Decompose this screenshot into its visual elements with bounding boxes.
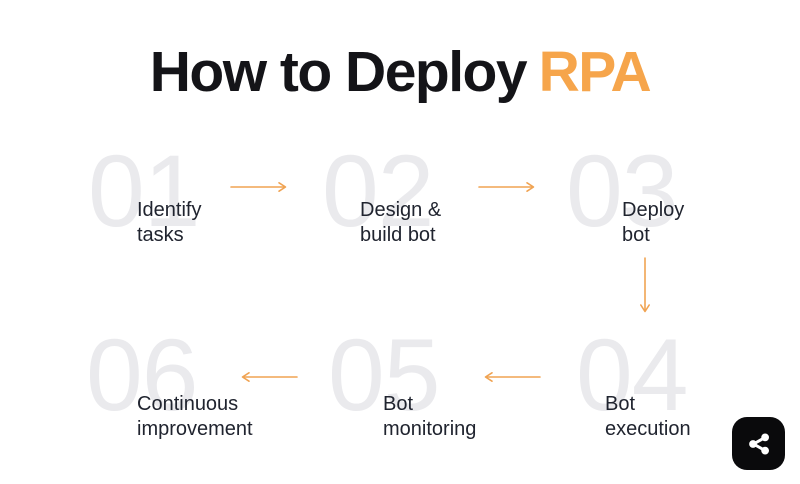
step-1-label: Identify tasks [137, 198, 201, 248]
step-label-line: Continuous [137, 393, 239, 415]
step-label-line: execution [605, 418, 691, 440]
step-3-number: 03 [566, 134, 678, 248]
step-6-number: 06 [86, 318, 198, 432]
share-button[interactable] [732, 417, 785, 470]
step-label-line: monitoring [383, 418, 477, 440]
title-highlight: RPA [538, 40, 652, 104]
step-4-label: Bot execution [605, 392, 691, 442]
title-text: How to Deploy [149, 40, 528, 104]
step-2-label: Design & build bot [360, 198, 441, 248]
step-label-line: improvement [137, 418, 253, 440]
step-label-line: Identify [137, 199, 202, 221]
step-6-label: Continuous improvement [137, 392, 253, 442]
step-label-line: tasks [137, 224, 184, 246]
arrow-left-icon [484, 372, 541, 382]
step-label-line: bot [622, 224, 650, 246]
step-label-line: build bot [360, 224, 436, 246]
step-label-line: Bot [605, 393, 636, 415]
arrow-right-icon [230, 182, 287, 192]
step-label-line: Design & [360, 199, 442, 221]
arrow-left-icon [241, 372, 298, 382]
step-4-number: 04 [576, 318, 688, 432]
step-label-line: Deploy [622, 199, 685, 221]
arrow-down-icon [640, 257, 650, 313]
step-5-number: 05 [328, 318, 440, 432]
step-1-number: 01 [88, 134, 200, 248]
arrow-right-icon [478, 182, 535, 192]
step-3-label: Deploy bot [622, 198, 684, 248]
step-label-line: Bot [383, 393, 414, 415]
step-2-number: 02 [322, 134, 434, 248]
share-nodes-icon [748, 433, 769, 454]
step-5-label: Bot monitoring [383, 392, 476, 442]
